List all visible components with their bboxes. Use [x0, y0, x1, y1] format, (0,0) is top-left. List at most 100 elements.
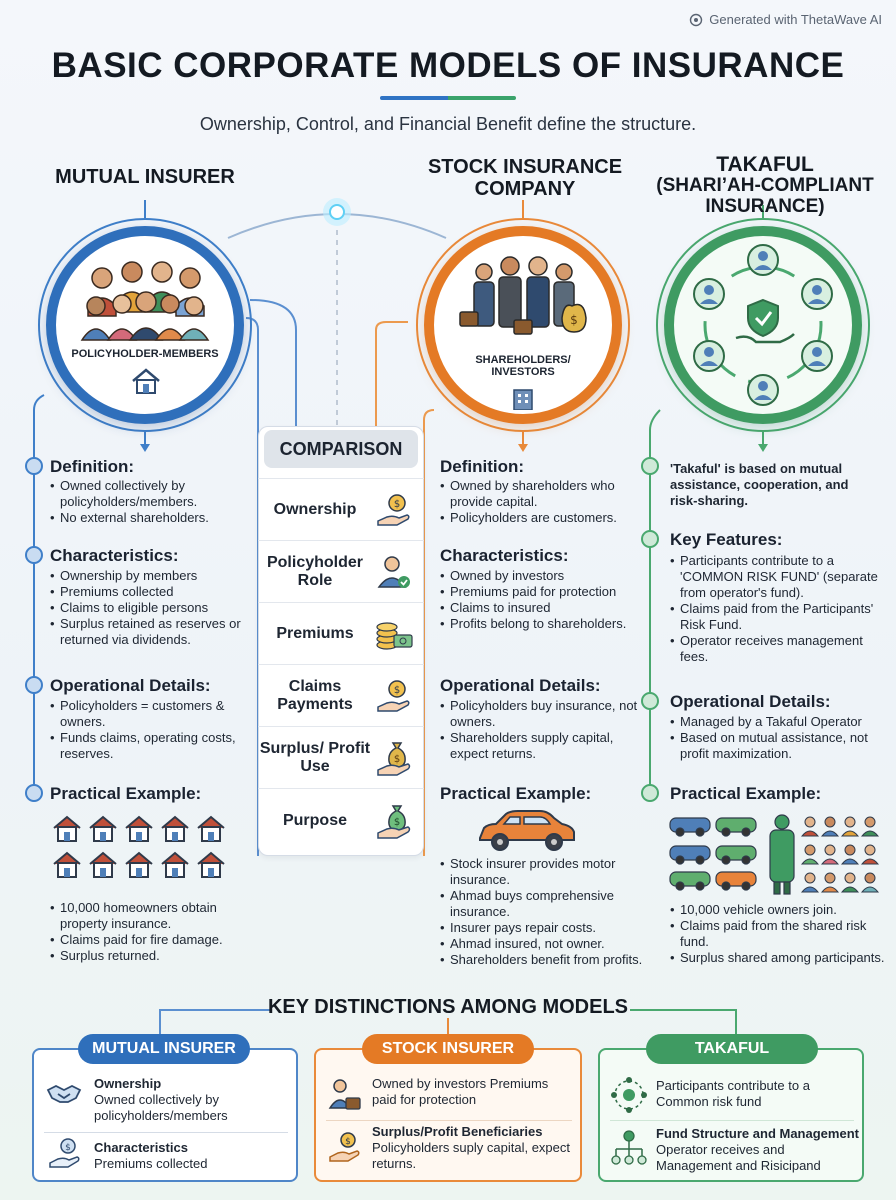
- kd-stock-tab: STOCK INSURER: [362, 1034, 534, 1064]
- svg-text:$: $: [394, 754, 400, 765]
- car-icon: [479, 810, 575, 851]
- stock-operational-heading: Operational Details:: [440, 676, 601, 695]
- watermark: Generated with ThetaWave AI: [689, 12, 882, 27]
- list-item: 10,000 vehicle owners join.: [670, 902, 890, 918]
- mutual-operational-heading: Operational Details:: [50, 676, 211, 695]
- money-bag-hand-icon: $: [377, 741, 411, 776]
- list-item: Stock insurer provides motor insurance.: [440, 856, 655, 888]
- stock-title-line1: STOCK INSURANCE: [427, 156, 623, 178]
- coin-hand-icon: $: [377, 493, 410, 526]
- stock-ring-outline: [416, 218, 630, 432]
- kd-mutual-item1-text: Owned collectively by policyholders/memb…: [94, 1092, 228, 1123]
- mutual-title: MUTUAL INSURER: [55, 166, 235, 188]
- house-icon: [161, 851, 189, 878]
- takaful-title: TAKAFUL (SHARI’AH-COMPLIANT INSURANCE): [655, 154, 875, 217]
- mutual-characteristics-heading: Characteristics:: [50, 546, 179, 565]
- stock-ring-label-line2: INVESTORS: [491, 366, 555, 378]
- divider: [610, 1120, 854, 1121]
- kd-takaful-box: Participants contribute to a Common risk…: [598, 1048, 864, 1182]
- takaful-features-dot: [641, 530, 659, 548]
- list-item: Based on mutual assistance, not profit m…: [670, 730, 880, 762]
- kd-takaful-tab: TAKAFUL: [646, 1034, 818, 1064]
- list-item: Ahmad buys comprehensive insurance.: [440, 888, 655, 920]
- mutual-operational-list: Policyholders = customers & owners. Fund…: [50, 698, 250, 762]
- policyholder-group-icon: [80, 261, 210, 341]
- house-icon: [197, 815, 225, 842]
- kd-takaful-item1: Participants contribute to a Common risk…: [656, 1078, 810, 1109]
- comparison-label: Surplus/ Profit Use: [259, 739, 371, 775]
- list-item: Surplus retained as reserves or returned…: [50, 616, 250, 648]
- stock-definition-list: Owned by shareholders who provide capita…: [440, 478, 640, 526]
- kd-mutual-item2-text: Premiums collected: [94, 1156, 208, 1171]
- person-check-icon: [377, 555, 410, 588]
- page-subtitle: Ownership, Control, and Financial Benefi…: [199, 114, 697, 134]
- list-item: Operator receives management fees.: [670, 633, 890, 665]
- list-item: Shareholders benefit from profits.: [440, 952, 655, 968]
- comparison-title: COMPARISON: [264, 430, 418, 468]
- list-item: Premiums paid for protection: [440, 584, 640, 600]
- takaful-example-dot: [641, 784, 659, 802]
- comparison-label: Purpose: [282, 811, 347, 829]
- list-item: Surplus returned.: [50, 948, 250, 964]
- house-icon: [161, 815, 189, 842]
- list-item: Owned by investors: [440, 568, 640, 584]
- divider: [326, 1120, 572, 1121]
- list-item: Claims to insured: [440, 600, 640, 616]
- building-icon: [513, 389, 533, 410]
- house-icon: [125, 815, 153, 842]
- mutual-example-heading: Practical Example:: [50, 784, 202, 803]
- takaful-features-list: Participants contribute to a 'COMMON RIS…: [670, 553, 890, 665]
- risk-fund-circle-icon: [611, 1077, 647, 1113]
- list-item: Funds claims, operating costs, reserves.: [50, 730, 250, 762]
- list-item: Policyholders = customers & owners.: [50, 698, 250, 730]
- houses-grid: [52, 814, 242, 880]
- mutual-definition-dot: [25, 457, 43, 475]
- comparison-row-ownership: Ownership $: [258, 478, 424, 540]
- svg-text:$: $: [394, 817, 400, 828]
- stock-example-list: Stock insurer provides motor insurance. …: [440, 856, 655, 968]
- svg-text:$: $: [394, 685, 400, 696]
- kd-stock-item2-text: Policyholders suply capital, expect retu…: [372, 1140, 570, 1171]
- watermark-text: Generated with ThetaWave AI: [709, 12, 882, 27]
- participants-circle-icon: [693, 244, 833, 406]
- list-item: Claims paid from the Participants' Risk …: [670, 601, 890, 633]
- mutual-ring: POLICYHOLDER-MEMBERS: [46, 226, 244, 424]
- shareholders-group-icon: $: [459, 256, 587, 335]
- list-item: 10,000 homeowners obtain property insura…: [50, 900, 250, 932]
- page-title: BASIC CORPORATE MODELS OF INSURANCE: [51, 46, 845, 85]
- list-item: Profits belong to shareholders.: [440, 616, 640, 632]
- stock-ring-label-line1: SHAREHOLDERS/: [475, 354, 571, 366]
- vehicle-owners-group-icon: [669, 814, 880, 895]
- takaful-title-line3: INSURANCE): [705, 196, 825, 217]
- key-distinctions-title: KEY DISTINCTIONS AMONG MODELS: [267, 996, 629, 1018]
- takaful-example-heading: Practical Example:: [670, 784, 822, 803]
- house-icon: [53, 851, 81, 878]
- mutual-operational-dot: [25, 676, 43, 694]
- comparison-row-purpose: Purpose $: [258, 788, 424, 852]
- comparison-label: Policyholder Role: [266, 553, 364, 589]
- investor-briefcase-icon: [328, 1079, 361, 1110]
- comparison-row-claims-payments: Claims Payments $: [258, 664, 424, 726]
- stock-ring: $ SHAREHOLDERS/ INVESTORS: [424, 226, 622, 424]
- stock-example-heading: Practical Example:: [440, 784, 592, 803]
- list-item: Owned collectively by policyholders/memb…: [50, 478, 250, 510]
- kd-takaful-item2-head: Fund Structure and Management: [656, 1126, 859, 1141]
- kd-takaful-item2: Fund Structure and Management Operator r…: [656, 1126, 860, 1174]
- kd-mutual-item2: Characteristics Premiums collected: [94, 1140, 292, 1172]
- house-icon: [197, 851, 225, 878]
- divider: [44, 1132, 288, 1133]
- svg-text:$: $: [65, 1143, 71, 1153]
- stock-characteristics-heading: Characteristics:: [440, 546, 569, 565]
- list-item: No external shareholders.: [50, 510, 250, 526]
- stock-operational-list: Policyholders buy insurance, not owners.…: [440, 698, 640, 762]
- list-item: Premiums collected: [50, 584, 250, 600]
- house-icon: [89, 851, 117, 878]
- kd-stock-item1: Owned by investors Premiums paid for pro…: [372, 1076, 549, 1107]
- svg-text:$: $: [570, 313, 578, 327]
- stock-title-line2: COMPANY: [474, 178, 576, 200]
- kd-takaful-item2-text: Operator receives and Management and Ris…: [656, 1142, 821, 1173]
- takaful-intro: 'Takaful' is based on mutual assistance,…: [670, 461, 849, 508]
- stock-ring-label: SHAREHOLDERS/ INVESTORS: [434, 354, 612, 378]
- house-icon: [53, 815, 81, 842]
- gear-logo-icon: [690, 13, 703, 26]
